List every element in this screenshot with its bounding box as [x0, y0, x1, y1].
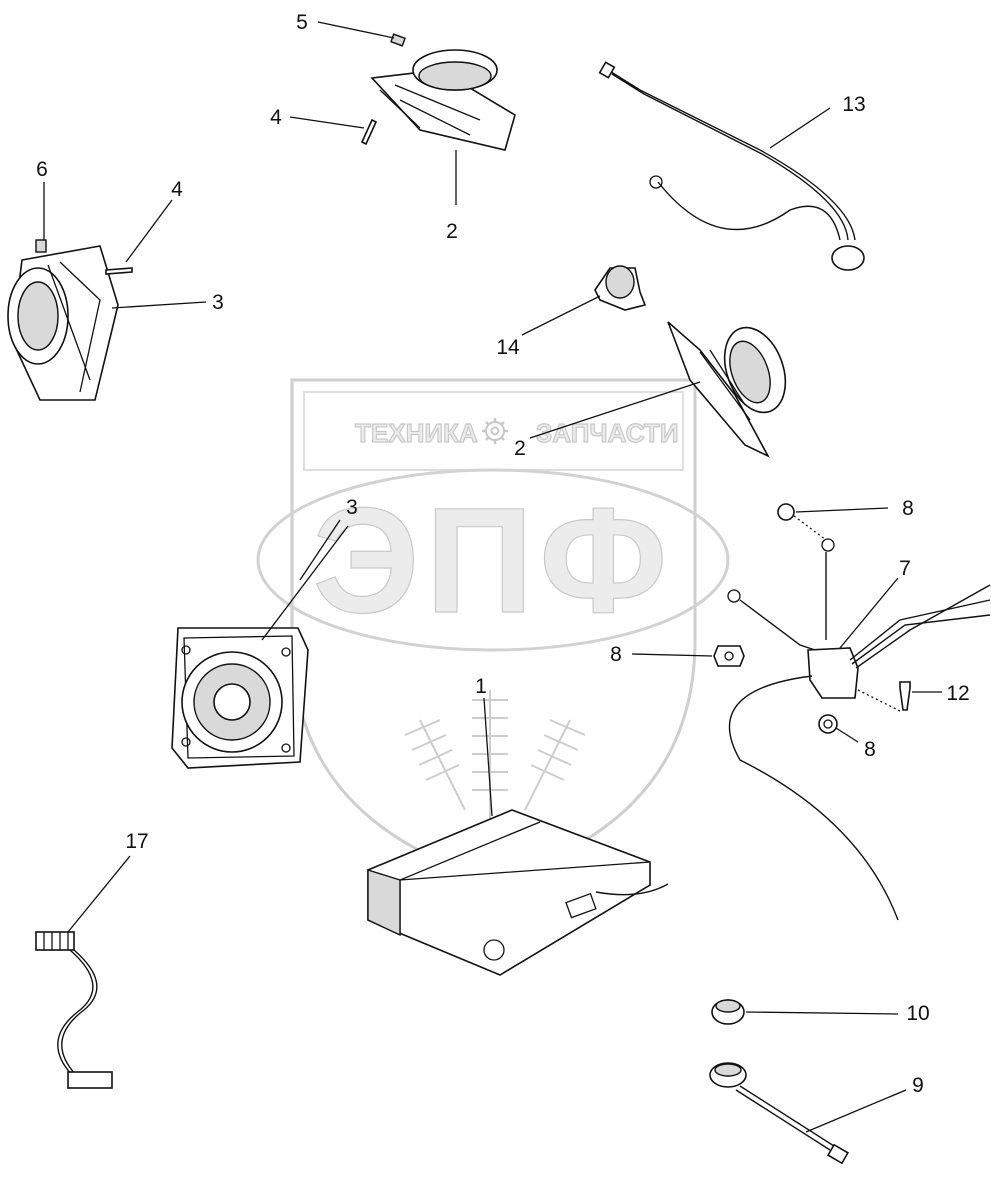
callout-4: 4 [270, 106, 282, 129]
cable-9 [709, 1062, 850, 1165]
nut-8-mid [713, 645, 745, 667]
speaker-left [7, 239, 133, 401]
callout-4: 4 [171, 178, 183, 201]
callout-17: 17 [125, 830, 148, 853]
watermark: ТЕХНИКА ЗАПЧАСТИ ЭПФ [256, 378, 730, 882]
callout-7: 8 [864, 738, 876, 761]
callout-5: 5 [296, 11, 308, 34]
callout-13: 13 [842, 93, 865, 116]
speaker-lower [171, 627, 309, 769]
grommet-10 [711, 999, 745, 1025]
speaker-mid-right [667, 321, 787, 458]
callout-3: 3 [346, 496, 358, 519]
callout-9: 9 [912, 1074, 924, 1097]
bracket-14 [594, 265, 647, 311]
callout-14: 14 [496, 336, 520, 359]
callout-1: 1 [475, 675, 487, 698]
antenna-cable-13 [598, 61, 865, 271]
leader-lines [43, 21, 942, 1133]
callout-10: 10 [906, 1002, 929, 1025]
callout-8: 8 [902, 497, 914, 520]
callout-8: 8 [610, 643, 622, 666]
callout-6: 7 [899, 557, 911, 580]
nut-8-top [777, 503, 795, 521]
callout-2: 2 [514, 437, 526, 460]
watermark-oval [256, 468, 730, 652]
callout-labels: 5 4 2 6 4 3 13 14 2 3 8 7 8 8 12 1 17 10… [36, 11, 970, 1097]
callout-12: 12 [946, 682, 969, 705]
watermark-brand-left: ТЕХНИКА [355, 418, 478, 448]
speaker-top [360, 33, 516, 151]
screw-4-left [105, 267, 133, 275]
wheat-decoration [404, 690, 586, 820]
watermark-brand-right: ЗАПЧАСТИ [536, 418, 679, 448]
callout-5: 6 [36, 158, 48, 181]
wire-harness-17 [35, 931, 113, 1089]
radio-unit-1 [367, 809, 669, 976]
callout-3: 3 [212, 291, 224, 314]
watermark-logo: ЭПФ [313, 476, 674, 644]
gear-icon [482, 418, 508, 444]
clip-5-left [35, 239, 47, 253]
screw-4-top [360, 118, 378, 146]
clip-5-top [390, 33, 406, 47]
screw-12 [899, 681, 911, 711]
antenna-bracket-6 [727, 503, 991, 921]
callout-2: 2 [446, 220, 458, 243]
washer-7 [818, 714, 838, 734]
